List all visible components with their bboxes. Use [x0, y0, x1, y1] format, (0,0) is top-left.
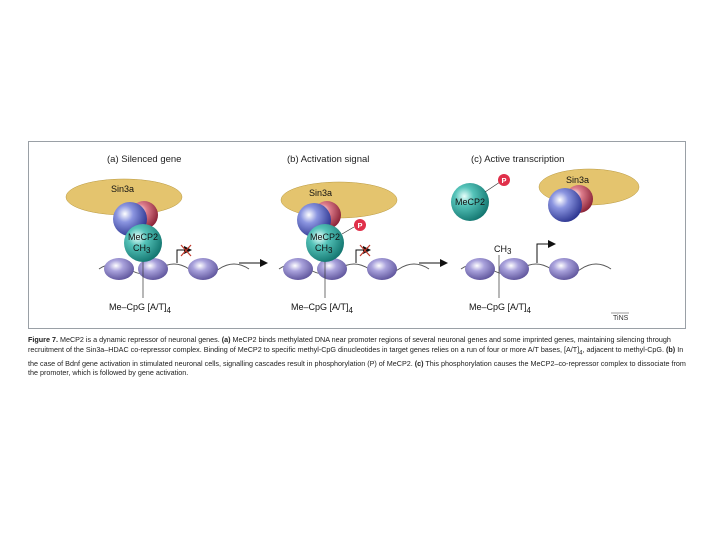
dna-site-label: Me–CpG [A/T]4 [291, 302, 354, 315]
nucleosome [367, 258, 397, 280]
figure-caption: Figure 7. MeCP2 is a dynamic repressor o… [28, 335, 692, 378]
nucleosome [499, 258, 529, 280]
panel-b: (b) Activation signal Sin3a MeCP2 CH3 P … [278, 154, 430, 315]
figure-ref: TiNS [613, 315, 629, 322]
caption-a-text: MeCP2 binds methylated DNA near promoter… [28, 335, 671, 354]
caption-b-text: In the case of Bdnf gene activation in s… [28, 344, 684, 368]
caption-c-label: (c) [414, 358, 424, 368]
panel-a: (a) Silenced gene Sin3a MeCP2 CH3 Me–CpG… [65, 154, 250, 315]
caption-b-label: (b) [666, 344, 676, 354]
ch3-label: CH3 [494, 244, 512, 256]
phosphate-label: P [358, 221, 363, 230]
caption-figure-label: Figure 7. [28, 335, 58, 344]
nucleosome [138, 258, 168, 280]
nucleosome [465, 258, 495, 280]
ch3-label: CH3 [133, 243, 151, 255]
mecp2-label: MeCP2 [455, 197, 485, 207]
sin3a-label: Sin3a [111, 184, 134, 194]
mecp2-label: MeCP2 [310, 232, 340, 242]
mecp2-label: MeCP2 [128, 232, 158, 242]
nucleosome [283, 258, 313, 280]
panel-c-title: (c) Active transcription [471, 154, 564, 165]
mecp2-protein [124, 224, 162, 262]
sin3a-label: Sin3a [309, 188, 332, 198]
nucleosome [549, 258, 579, 280]
figure-panel: (a) Silenced gene Sin3a MeCP2 CH3 Me–CpG… [28, 141, 686, 329]
mecp2-diagram: (a) Silenced gene Sin3a MeCP2 CH3 Me–CpG… [65, 154, 640, 322]
mecp2-protein [306, 224, 344, 262]
dna-site-label: Me–CpG [A/T]4 [469, 302, 532, 315]
panel-a-title: (a) Silenced gene [107, 154, 181, 165]
nucleosome [317, 258, 347, 280]
caption-c-text: This phosphorylation causes the MeCP2–co… [28, 358, 686, 378]
caption-intro: MeCP2 is a dynamic repressor of neuronal… [57, 335, 222, 344]
phospho-link [341, 226, 355, 235]
caption-a-sub: 4 [579, 350, 583, 357]
phosphate-icon [354, 219, 366, 231]
hdac-blue-subunit [548, 188, 582, 222]
sin3a-label: Sin3a [566, 175, 589, 185]
phosphate-label: P [502, 176, 507, 185]
caption-a-label: (a) [221, 335, 231, 344]
nucleosome [188, 258, 218, 280]
block-cross-icon [359, 244, 371, 257]
phospho-link [484, 181, 501, 193]
ch3-label: CH3 [315, 243, 333, 255]
mecp2-protein [451, 183, 489, 221]
dna-site-label: Me–CpG [A/T]4 [109, 302, 172, 315]
panel-c: (c) Active transcription MeCP2 P Sin3a C… [451, 154, 640, 315]
nucleosome [104, 258, 134, 280]
panel-b-title: (b) Activation signal [287, 154, 369, 165]
block-cross-icon [180, 244, 192, 257]
transcription-arrow [536, 240, 556, 263]
caption-a-text2: , adjacent to methyl-CpG. [582, 344, 667, 354]
phosphate-icon [498, 174, 510, 186]
